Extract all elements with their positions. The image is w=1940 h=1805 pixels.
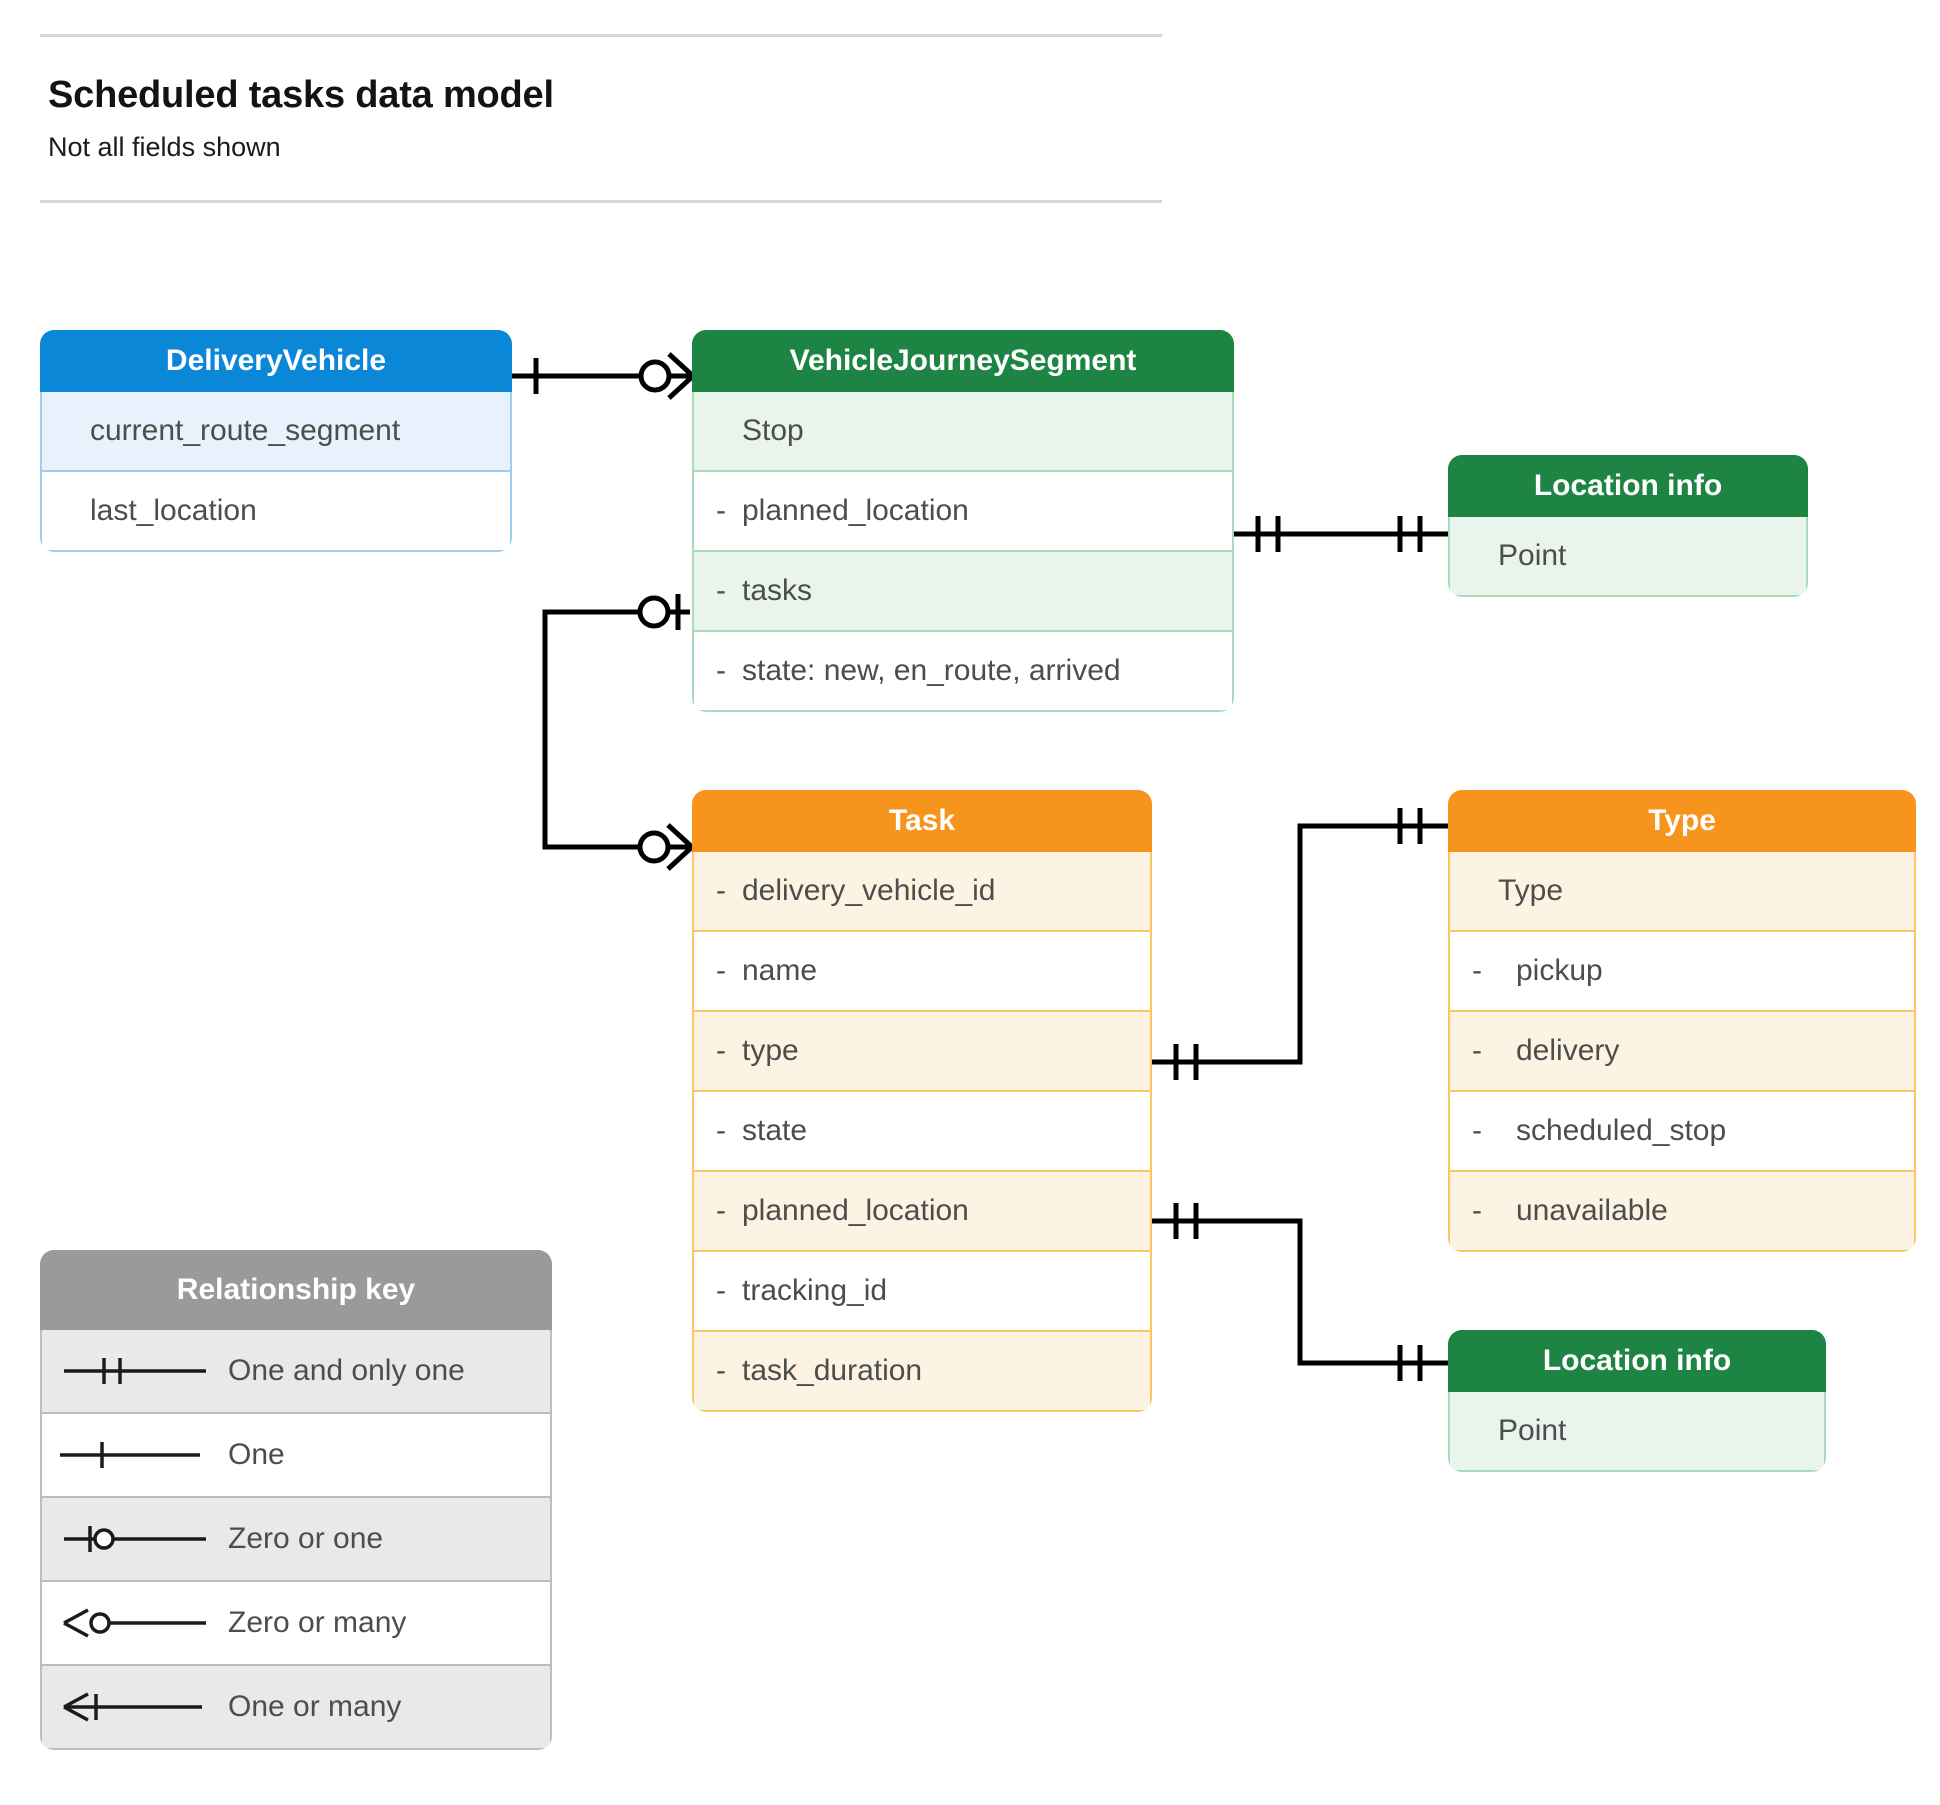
field-row[interactable]: - tracking_id bbox=[692, 1252, 1152, 1332]
field-dash: - bbox=[716, 954, 726, 987]
legend-item-label: Zero or many bbox=[228, 1606, 407, 1639]
field-dash: - bbox=[1472, 1034, 1482, 1067]
field-row[interactable]: - scheduled_stop bbox=[1448, 1092, 1916, 1172]
entity-title-task: Task bbox=[692, 790, 1152, 852]
entity-title-location-info: Location info bbox=[1448, 1330, 1826, 1392]
zero-marker-tasks bbox=[637, 595, 671, 629]
legend-relationship-key: Relationship key One and only one bbox=[40, 1250, 552, 1750]
field-label: current_route_segment bbox=[90, 414, 401, 447]
entity-type[interactable]: Type Type - pickup - delivery - schedule… bbox=[1448, 790, 1916, 1252]
legend-item: One or many bbox=[40, 1666, 552, 1750]
field-dash: - bbox=[716, 654, 726, 687]
field-row[interactable]: current_route_segment bbox=[40, 392, 512, 472]
field-label: Type bbox=[1498, 874, 1564, 907]
field-label: Point bbox=[1498, 539, 1567, 572]
field-label: planned_location bbox=[742, 494, 969, 527]
legend-item: One and only one bbox=[40, 1330, 552, 1414]
field-dash: - bbox=[716, 874, 726, 907]
field-label: state: new, en_route, arrived bbox=[742, 654, 1121, 687]
entity-title-delivery-vehicle: DeliveryVehicle bbox=[40, 330, 512, 392]
field-label: tasks bbox=[742, 574, 813, 607]
field-row[interactable]: - state bbox=[692, 1092, 1152, 1172]
entity-task[interactable]: Task - delivery_vehicle_id - name - type… bbox=[692, 790, 1152, 1412]
entity-location-info-bottom[interactable]: Location info Point bbox=[1448, 1330, 1826, 1472]
one-or-many-icon bbox=[60, 1690, 210, 1724]
field-row[interactable]: - state: new, en_route, arrived bbox=[692, 632, 1234, 712]
field-dash: - bbox=[716, 574, 726, 607]
field-label: Point bbox=[1498, 1414, 1567, 1447]
entity-delivery-vehicle[interactable]: DeliveryVehicle current_route_segment la… bbox=[40, 330, 512, 552]
field-label: type bbox=[742, 1034, 799, 1067]
field-row[interactable]: - planned_location bbox=[692, 472, 1234, 552]
field-row[interactable]: - tasks bbox=[692, 552, 1234, 632]
page-subtitle: Not all fields shown bbox=[48, 132, 281, 162]
field-label: pickup bbox=[1516, 954, 1603, 987]
entity-vehicle-journey-segment[interactable]: VehicleJourneySegment Stop - planned_loc… bbox=[692, 330, 1234, 712]
field-label: task_duration bbox=[742, 1354, 923, 1387]
wire-task-type bbox=[1152, 823, 1448, 1065]
field-label: scheduled_stop bbox=[1516, 1114, 1727, 1147]
field-row[interactable]: Type bbox=[1448, 852, 1916, 932]
legend-item: Zero or many bbox=[40, 1582, 552, 1666]
zero-or-many-icon bbox=[60, 1606, 210, 1640]
field-dash: - bbox=[1472, 954, 1482, 987]
entity-title-type: Type bbox=[1448, 790, 1916, 852]
crow-task-lower bbox=[666, 845, 694, 871]
field-label: name bbox=[742, 954, 818, 987]
wire-task-loc bbox=[1152, 1218, 1448, 1366]
field-row[interactable]: last_location bbox=[40, 472, 512, 552]
legend-item: One bbox=[40, 1414, 552, 1498]
field-dash: - bbox=[716, 494, 726, 527]
header-rule-bottom bbox=[40, 200, 1162, 203]
field-row[interactable]: - unavailable bbox=[1448, 1172, 1916, 1252]
zero-marker-vjs bbox=[638, 359, 672, 393]
one-and-only-one-icon bbox=[60, 1354, 210, 1388]
field-row[interactable]: - pickup bbox=[1448, 932, 1916, 1012]
field-label: unavailable bbox=[1516, 1194, 1668, 1227]
legend-item-label: One bbox=[228, 1438, 285, 1471]
entity-title-vehicle-journey-segment: VehicleJourneySegment bbox=[692, 330, 1234, 392]
field-label: planned_location bbox=[742, 1194, 969, 1227]
field-label: last_location bbox=[90, 494, 257, 527]
legend-item-label: Zero or one bbox=[228, 1522, 384, 1555]
field-row[interactable]: - task_duration bbox=[692, 1332, 1152, 1412]
field-row[interactable]: Point bbox=[1448, 1392, 1826, 1472]
field-label: state bbox=[742, 1114, 808, 1147]
field-label: delivery_vehicle_id bbox=[742, 874, 996, 907]
entity-location-info-top[interactable]: Location info Point bbox=[1448, 455, 1808, 597]
crow-task-upper bbox=[666, 823, 694, 849]
field-row[interactable]: Stop bbox=[692, 392, 1234, 472]
page-title: Scheduled tasks data model bbox=[48, 74, 554, 116]
field-row[interactable]: - delivery_vehicle_id bbox=[692, 852, 1152, 932]
crow-vjs-upper bbox=[667, 352, 695, 378]
field-row[interactable]: - delivery bbox=[1448, 1012, 1916, 1092]
zero-or-one-icon bbox=[60, 1522, 210, 1556]
zero-marker-task bbox=[637, 830, 671, 864]
field-dash: - bbox=[716, 1274, 726, 1307]
field-dash: - bbox=[1472, 1114, 1482, 1147]
field-dash: - bbox=[716, 1354, 726, 1387]
field-dash: - bbox=[716, 1194, 726, 1227]
legend-item-label: One or many bbox=[228, 1690, 402, 1723]
field-label: Stop bbox=[742, 414, 804, 447]
entity-title-location-info: Location info bbox=[1448, 455, 1808, 517]
field-row[interactable]: Point bbox=[1448, 517, 1808, 597]
legend-item: Zero or one bbox=[40, 1498, 552, 1582]
field-dash: - bbox=[716, 1034, 726, 1067]
crow-vjs-lower bbox=[667, 374, 695, 400]
header-rule-top bbox=[40, 34, 1162, 37]
legend-title: Relationship key bbox=[40, 1250, 552, 1330]
field-label: delivery bbox=[1516, 1034, 1620, 1067]
wire-vjs-task bbox=[542, 609, 640, 850]
legend-item-label: One and only one bbox=[228, 1354, 465, 1387]
field-dash: - bbox=[716, 1114, 726, 1147]
field-row[interactable]: - type bbox=[692, 1012, 1152, 1092]
field-label: tracking_id bbox=[742, 1274, 888, 1307]
one-icon bbox=[60, 1438, 210, 1472]
field-dash: - bbox=[1472, 1194, 1482, 1227]
field-row[interactable]: - name bbox=[692, 932, 1152, 1012]
field-row[interactable]: - planned_location bbox=[692, 1172, 1152, 1252]
